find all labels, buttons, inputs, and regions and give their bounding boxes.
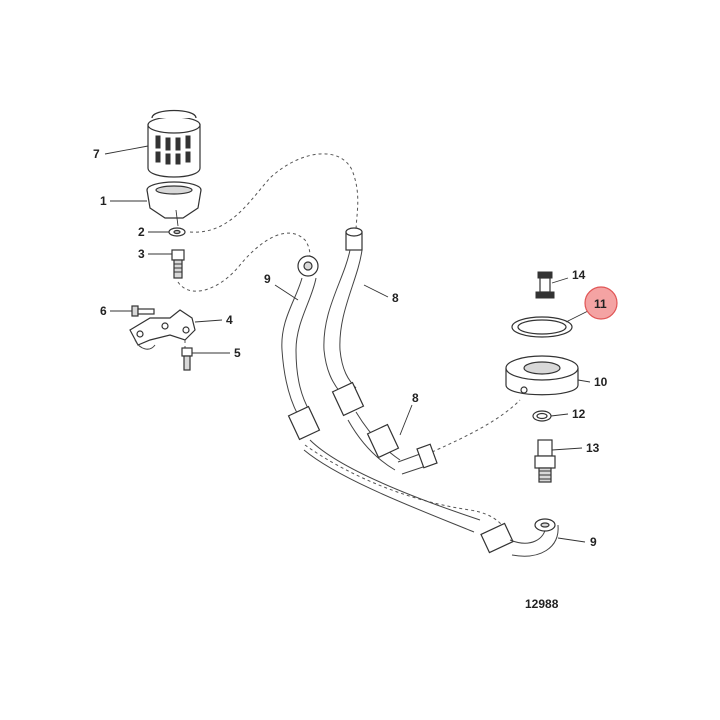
callout-6: 6 (100, 304, 107, 318)
callout-9-lower: 9 (590, 535, 597, 549)
hose-9 (281, 255, 559, 557)
leader-lines (104, 145, 591, 543)
screw-6 (131, 305, 155, 317)
bracket-4 (129, 309, 196, 350)
callout-8-upper: 8 (392, 291, 399, 305)
callout-8-lower: 8 (412, 391, 419, 405)
fitting-14 (535, 271, 555, 299)
o-ring-12 (532, 410, 552, 422)
callout-7: 7 (93, 147, 100, 161)
dashed-routing-lines (177, 153, 521, 541)
callout-14: 14 (572, 268, 586, 282)
highlight-circle (584, 286, 618, 320)
figure-number: 12988 (525, 597, 559, 611)
callout-5: 5 (234, 346, 241, 360)
hose-8 (323, 227, 438, 475)
callout-12: 12 (572, 407, 586, 421)
callout-9-upper: 9 (264, 272, 271, 286)
callout-13: 13 (586, 441, 600, 455)
callout-1: 1 (100, 194, 107, 208)
callout-4: 4 (226, 313, 233, 327)
fitting-3 (171, 249, 185, 279)
callout-labels: 7 1 2 3 6 4 5 9 8 8 14 11 10 12 13 9 (93, 147, 608, 549)
adapter-block (505, 355, 579, 396)
sealing-ring (511, 316, 573, 338)
callout-10: 10 (594, 375, 608, 389)
oil-filter (147, 109, 201, 178)
callout-11: 11 (594, 297, 607, 311)
washer-2 (168, 227, 186, 237)
threaded-fitting-13 (534, 439, 556, 483)
filter-adapter (146, 181, 202, 227)
callout-3: 3 (138, 247, 145, 261)
bolt-5 (181, 347, 193, 371)
callout-2: 2 (138, 225, 145, 239)
